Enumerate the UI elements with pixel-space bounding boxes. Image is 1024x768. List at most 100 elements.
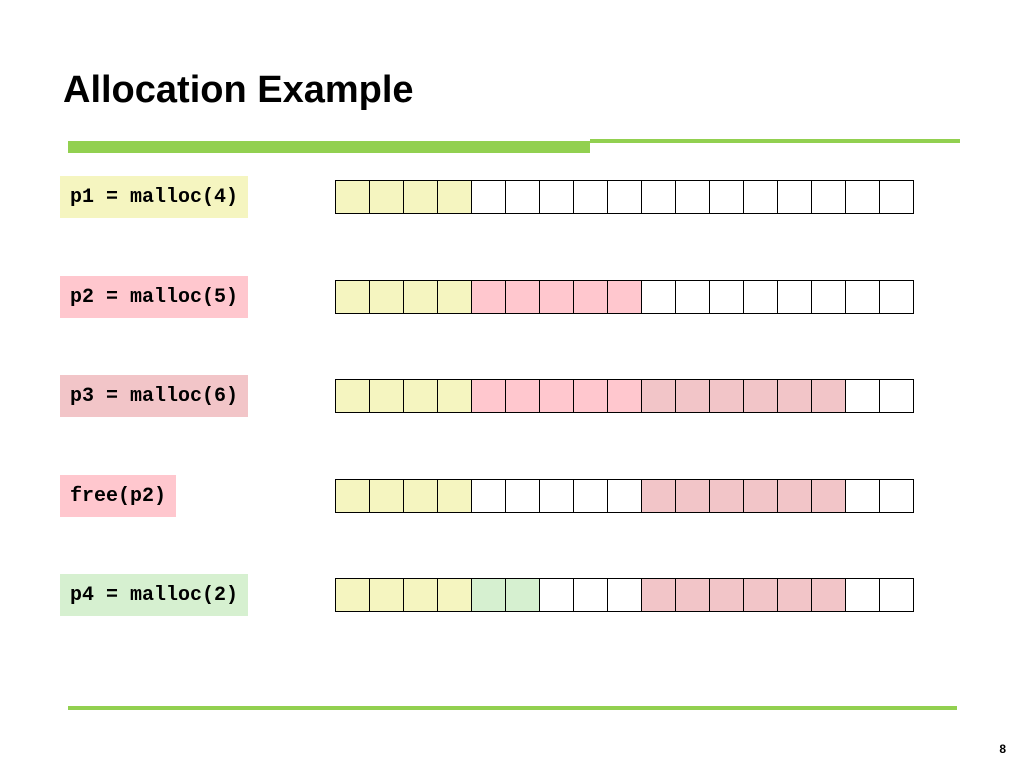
heap-cell-free <box>812 180 846 214</box>
heap-cell-p3 <box>744 479 778 513</box>
heap-cell-free <box>540 479 574 513</box>
slide-title: Allocation Example <box>63 69 414 111</box>
heap-cell-p4 <box>472 578 506 612</box>
footer-rule <box>68 706 957 710</box>
title-underline-thick <box>68 141 590 153</box>
step-p1-malloc: p1 = malloc(4) <box>0 176 1024 218</box>
heap-cell-p1 <box>438 180 472 214</box>
page-number: 8 <box>999 742 1006 756</box>
heap-cell-p3 <box>778 379 812 413</box>
heap-cell-free <box>744 280 778 314</box>
title-underline-thin <box>590 139 960 143</box>
heap-cell-free <box>472 479 506 513</box>
heap-cell-p1 <box>370 280 404 314</box>
heap-cell-p2 <box>506 280 540 314</box>
heap-cell-p3 <box>676 578 710 612</box>
heap-cell-p2 <box>608 379 642 413</box>
heap-cell-p3 <box>642 578 676 612</box>
heap-cell-free <box>574 479 608 513</box>
heap-cell-free <box>608 180 642 214</box>
heap-cell-free <box>540 180 574 214</box>
code-label: free(p2) <box>60 475 177 517</box>
heap-cell-free <box>608 479 642 513</box>
heap-cell-p3 <box>812 379 846 413</box>
heap-cell-free <box>778 180 812 214</box>
heap-cell-free <box>642 280 676 314</box>
heap-cell-free <box>710 280 744 314</box>
heap-blocks <box>335 479 914 513</box>
heap-cell-p1 <box>404 180 438 214</box>
heap-cell-p3 <box>778 578 812 612</box>
heap-cell-free <box>710 180 744 214</box>
heap-cell-p1 <box>438 479 472 513</box>
heap-cell-p1 <box>438 280 472 314</box>
step-free-p2: free(p2) <box>0 475 1024 517</box>
heap-cell-p1 <box>370 379 404 413</box>
heap-cell-p1 <box>404 578 438 612</box>
heap-blocks <box>335 379 914 413</box>
heap-cell-p2 <box>472 280 506 314</box>
heap-cell-p1 <box>336 379 370 413</box>
step-p4-malloc: p4 = malloc(2) <box>0 574 1024 616</box>
heap-cell-free <box>574 180 608 214</box>
heap-cell-p2 <box>540 379 574 413</box>
heap-cell-free <box>846 578 880 612</box>
code-label: p1 = malloc(4) <box>60 176 249 218</box>
heap-blocks <box>335 578 914 612</box>
heap-cell-free <box>574 578 608 612</box>
heap-cell-p1 <box>438 578 472 612</box>
heap-cell-p3 <box>710 479 744 513</box>
heap-cell-free <box>744 180 778 214</box>
heap-cell-free <box>880 280 914 314</box>
heap-cell-p3 <box>710 379 744 413</box>
heap-cell-free <box>846 379 880 413</box>
heap-cell-p3 <box>812 578 846 612</box>
heap-cell-p1 <box>438 379 472 413</box>
heap-cell-p3 <box>642 379 676 413</box>
heap-cell-p1 <box>404 280 438 314</box>
heap-cell-free <box>778 280 812 314</box>
heap-cell-free <box>846 180 880 214</box>
heap-cell-free <box>846 479 880 513</box>
heap-cell-free <box>540 578 574 612</box>
heap-cell-p1 <box>336 578 370 612</box>
heap-blocks <box>335 280 914 314</box>
heap-cell-free <box>472 180 506 214</box>
code-label: p4 = malloc(2) <box>60 574 249 616</box>
heap-cell-free <box>506 479 540 513</box>
heap-cell-free <box>676 280 710 314</box>
heap-cell-p3 <box>642 479 676 513</box>
code-label: p2 = malloc(5) <box>60 276 249 318</box>
heap-cell-p3 <box>778 479 812 513</box>
code-label: p3 = malloc(6) <box>60 375 249 417</box>
heap-cell-p2 <box>608 280 642 314</box>
heap-cell-p1 <box>404 479 438 513</box>
heap-cell-p3 <box>744 578 778 612</box>
heap-cell-p2 <box>472 379 506 413</box>
heap-cell-p1 <box>370 578 404 612</box>
heap-cell-p3 <box>676 379 710 413</box>
heap-cell-p3 <box>710 578 744 612</box>
heap-cell-p1 <box>404 379 438 413</box>
heap-cell-free <box>506 180 540 214</box>
step-p3-malloc: p3 = malloc(6) <box>0 375 1024 417</box>
heap-cell-free <box>880 180 914 214</box>
heap-cell-free <box>642 180 676 214</box>
heap-cell-p2 <box>574 379 608 413</box>
heap-cell-p3 <box>812 479 846 513</box>
heap-cell-p2 <box>574 280 608 314</box>
heap-cell-free <box>880 379 914 413</box>
heap-cell-free <box>880 479 914 513</box>
heap-cell-free <box>608 578 642 612</box>
heap-cell-free <box>880 578 914 612</box>
heap-cell-p4 <box>506 578 540 612</box>
heap-cell-p1 <box>336 280 370 314</box>
heap-cell-p1 <box>370 180 404 214</box>
heap-cell-p1 <box>370 479 404 513</box>
heap-cell-p1 <box>336 180 370 214</box>
heap-cell-p3 <box>744 379 778 413</box>
heap-cell-p2 <box>506 379 540 413</box>
heap-cell-free <box>846 280 880 314</box>
heap-cell-p2 <box>540 280 574 314</box>
step-p2-malloc: p2 = malloc(5) <box>0 276 1024 318</box>
